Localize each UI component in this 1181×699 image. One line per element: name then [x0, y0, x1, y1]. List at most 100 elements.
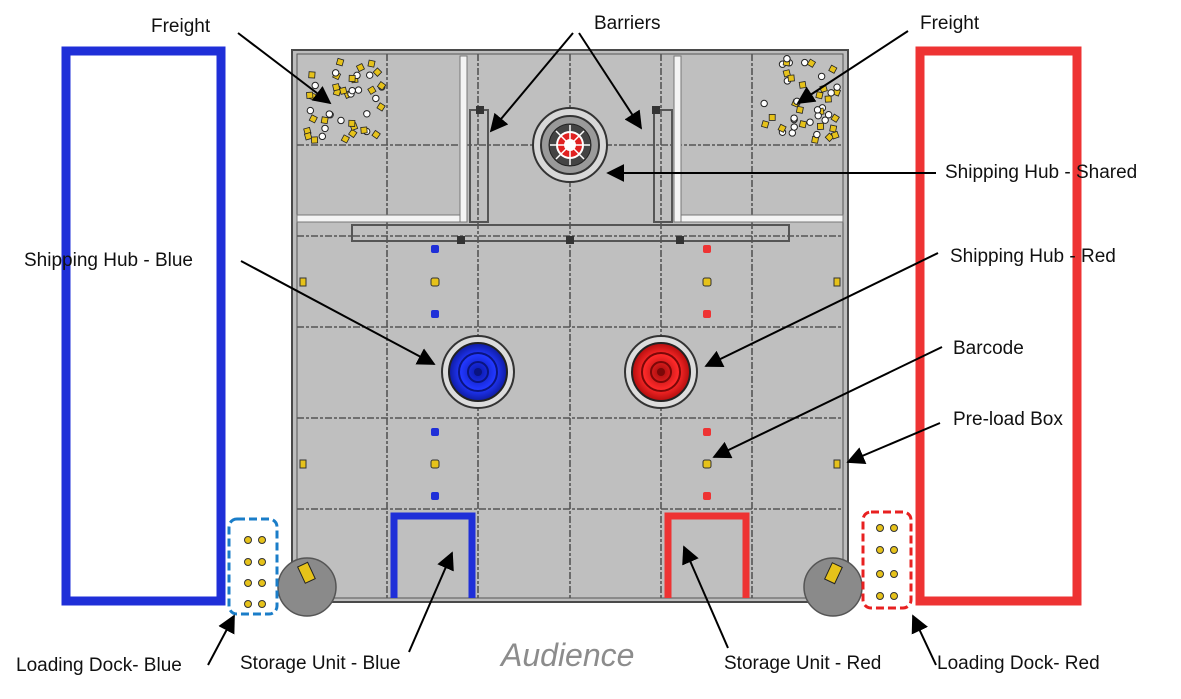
- label-shipping-hub-red: Shipping Hub - Red: [950, 246, 1116, 267]
- preload-boxes: [299, 277, 841, 469]
- freight-box: [806, 58, 817, 68]
- freight-box: [815, 91, 824, 100]
- freight-box: [829, 124, 838, 133]
- freight-box: [306, 91, 314, 99]
- freight-box: [798, 81, 807, 89]
- freight-ball: [824, 111, 833, 119]
- arrow-loading-dock-blue: [207, 614, 235, 666]
- duck-element: [876, 592, 884, 600]
- shipping-hub-red: [624, 335, 698, 409]
- freight-ball: [833, 83, 841, 91]
- barcode-markers-blue: [430, 245, 440, 500]
- freight-box: [824, 95, 832, 103]
- freight-box: [308, 114, 318, 124]
- duck-element: [244, 600, 252, 608]
- leader-arrows: [207, 30, 943, 666]
- freight-box: [339, 86, 348, 95]
- warehouse-barrier-strips: [296, 55, 844, 223]
- freight-ball: [321, 124, 329, 133]
- freight-box: [777, 123, 787, 133]
- loading-dock-red: [861, 510, 913, 610]
- freight-ball: [318, 132, 327, 141]
- freight-box: [816, 122, 825, 130]
- playing-field: [277, 49, 863, 617]
- duck-element: [258, 558, 266, 566]
- freight-box: [332, 83, 341, 92]
- arrow-barrier-right: [578, 32, 642, 130]
- freight-ball: [337, 116, 345, 125]
- arrow-storage-red: [682, 545, 729, 649]
- label-freight-right: Freight: [920, 13, 980, 34]
- freight-box: [335, 57, 345, 67]
- freight-ball: [348, 86, 356, 95]
- duck-element: [244, 579, 252, 587]
- freight-box: [348, 74, 356, 82]
- freight-box: [768, 114, 776, 121]
- freight-ball: [827, 89, 835, 97]
- freight-box: [787, 74, 795, 82]
- freight-ball: [311, 81, 319, 90]
- freight-box: [340, 134, 350, 144]
- duck-element: [258, 536, 266, 544]
- freight-box: [830, 130, 840, 140]
- freight-ball: [372, 94, 380, 103]
- freight-box: [376, 81, 387, 91]
- freight-box: [367, 85, 377, 95]
- freight-box: [310, 136, 319, 144]
- freight-box: [371, 129, 381, 140]
- freight-box: [360, 126, 368, 134]
- carousel-blue: [277, 557, 337, 617]
- duck-element: [244, 558, 252, 566]
- duck-element: [890, 524, 898, 532]
- loading-dock-blue: [227, 517, 279, 616]
- freight-box: [320, 116, 329, 125]
- freight-ball: [806, 118, 814, 126]
- label-shipping-hub-shared: Shipping Hub - Shared: [945, 162, 1138, 183]
- label-audience: Audience: [501, 637, 635, 673]
- freight-ball: [790, 114, 798, 122]
- storage-unit-blue: [390, 512, 476, 598]
- arrow-hub-blue: [240, 260, 436, 365]
- freight-box: [798, 120, 807, 129]
- label-shipping-hub-blue: Shipping Hub - Blue: [24, 250, 193, 271]
- freight-box: [348, 128, 358, 139]
- carousel-red: [803, 557, 863, 617]
- label-storage-unit-red: Storage Unit - Red: [724, 653, 882, 674]
- freight-box: [367, 59, 376, 68]
- freight-box: [303, 132, 313, 141]
- freight-warehouse-red: [760, 55, 841, 144]
- arrow-loading-dock-red: [911, 614, 937, 666]
- freight-ball: [813, 130, 821, 139]
- freight-ball: [354, 86, 363, 94]
- label-freight-left: Freight: [151, 16, 211, 37]
- freight-box: [376, 102, 386, 112]
- barrier-posts: [457, 106, 684, 244]
- storage-unit-red: [664, 512, 750, 598]
- freight-box: [795, 105, 804, 114]
- freight-ball: [331, 69, 340, 77]
- red-alliance-area: [915, 46, 1082, 606]
- arrow-barcode: [712, 346, 943, 459]
- duck-element: [244, 536, 252, 544]
- freight-ball: [760, 99, 768, 108]
- label-storage-unit-blue: Storage Unit - Blue: [240, 653, 401, 674]
- arrow-barrier-left: [489, 32, 574, 133]
- freight-ball: [366, 71, 374, 79]
- arrow-hub-red: [704, 252, 939, 367]
- freight-ball: [363, 110, 371, 118]
- duck-element: [890, 592, 898, 600]
- freight-ball: [801, 58, 809, 67]
- freight-box: [830, 113, 840, 123]
- freight-box: [372, 67, 383, 77]
- freight-ball: [813, 106, 822, 114]
- freight-ball: [325, 110, 334, 118]
- freight-box: [760, 120, 770, 129]
- duck-element: [890, 546, 898, 554]
- duck-element: [876, 570, 884, 578]
- freight-ball: [783, 55, 791, 63]
- duck-element: [258, 600, 266, 608]
- duck-element: [258, 579, 266, 587]
- label-loading-dock-blue: Loading Dock- Blue: [16, 655, 182, 676]
